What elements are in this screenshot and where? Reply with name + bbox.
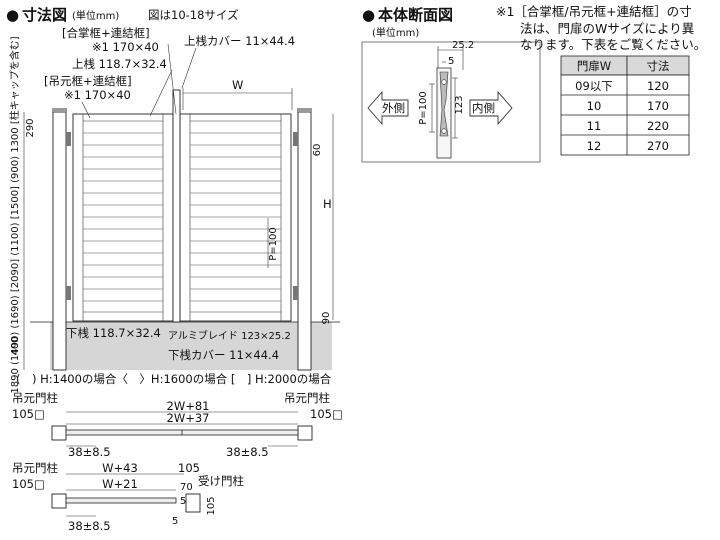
dim-60: 60	[312, 144, 323, 157]
w-label: W	[232, 78, 243, 92]
top-cover-label: 上桟カバー 11×44.4	[184, 34, 295, 48]
plan1-right-post: 吊元門柱	[284, 391, 330, 405]
size-table: 門扉W 寸法 09以下 120 10 170 11 220 12 270	[560, 55, 690, 156]
section-dim-123: 123	[454, 95, 465, 114]
inside-label: 内側	[472, 101, 495, 115]
dim-400: 400	[10, 336, 21, 355]
plan-view-single: 吊元門柱 105□ W+43 W+21 105 70 5 受け門柱 105 38…	[12, 461, 244, 533]
section-title-unit: (単位mm)	[372, 26, 419, 39]
inside-arrow-icon: 内側	[469, 90, 513, 126]
plan2-dim-105-vertical: 105	[206, 496, 217, 515]
note-line-2: 法は、門扉のWサイズにより異	[520, 21, 694, 36]
note-line-1: ※1［合掌框/吊元框+連結框］の寸	[496, 4, 692, 19]
table-header-w: 門扉W	[577, 59, 611, 73]
pitch-label: P=100	[268, 227, 279, 261]
section-title-bullet: ●	[362, 6, 375, 24]
section-pitch: P=100	[418, 91, 429, 125]
main-title: 寸法図	[22, 6, 67, 24]
plan2-receiver-post: 受け門柱	[198, 474, 244, 488]
table-cell: 120	[647, 79, 669, 93]
tsurimoto-label: [吊元框+連結框]	[44, 74, 132, 88]
plan1-dim-inner: 2W+37	[167, 411, 210, 425]
plan2-dim-inner: W+21	[102, 477, 138, 491]
gassho-size: ※1 170×40	[92, 40, 159, 54]
dim-290: 290	[25, 118, 36, 137]
plan2-dim-105: 105	[178, 461, 200, 475]
table-cell: 170	[647, 99, 669, 113]
plan2-left-gap: 38±8.5	[68, 519, 111, 533]
table-cell: 270	[647, 139, 669, 153]
plan-view-double: 吊元門柱 吊元門柱 105□ 105□ 2W+81 2W+37 38±8.5 3…	[12, 391, 343, 459]
blade-slats	[83, 132, 281, 302]
plan1-right-size: 105□	[310, 407, 343, 421]
plan2-left-size: 105□	[12, 477, 45, 491]
bottom-rail-label: 下桟 118.7×32.4	[66, 326, 161, 340]
h-label: H	[323, 197, 332, 211]
plan2-dim-5: 5	[180, 496, 186, 507]
plan1-dim-outer: 2W+81	[167, 399, 210, 413]
vertical-heights: 1890 (1490) (1690) [2090] (1100) [1500] …	[8, 36, 21, 393]
plan1-right-gap: 38±8.5	[226, 445, 269, 459]
main-title-size-note: 図は10-18サイズ	[148, 8, 239, 22]
table-header-dim: 寸法	[647, 59, 670, 73]
table-cell: 09以下	[575, 79, 613, 93]
table-cell: 12	[587, 139, 602, 153]
bottom-cover-label: 下桟カバー 11×44.4	[168, 348, 279, 362]
plan1-left-size: 105□	[12, 407, 45, 421]
plan1-left-post: 吊元門柱	[12, 391, 58, 405]
section-dim-25-2: 25.2	[452, 40, 474, 51]
dim-90: 90	[321, 312, 332, 325]
table-cell: 10	[587, 99, 602, 113]
main-title-unit: (単位mm)	[72, 9, 119, 22]
main-title-bullet: ●	[6, 6, 19, 24]
note-line-3: なります。下表をご覧ください。	[520, 37, 706, 52]
plan2-dim-5b: 5	[172, 516, 178, 527]
plan2-dim-outer: W+43	[102, 461, 138, 475]
outside-arrow-icon: 外側	[367, 90, 409, 126]
aluminum-blade-label: アルミブレイド 123×25.2	[168, 329, 291, 342]
gate-elevation	[30, 89, 340, 371]
plan2-left-post: 吊元門柱	[12, 461, 58, 475]
top-rail-label: 上桟 118.7×32.4	[72, 57, 167, 71]
elevation-labels: [合掌框+連結框] ※1 170×40 上桟 118.7×32.4 [吊元框+連…	[8, 26, 334, 394]
table-cell: 11	[587, 119, 602, 133]
table-cell: 220	[647, 119, 669, 133]
tsurimoto-size: ※1 170×40	[64, 88, 131, 102]
plan2-dim-70: 70	[180, 482, 193, 493]
height-legend: ( ) H:1400の場合〈 〉H:1600の場合 [ ] H:2000の場合	[16, 372, 332, 386]
cross-section-diagram: 25.2 5 123 P=100 外側 内側	[361, 40, 541, 163]
section-title: 本体断面図	[378, 6, 453, 24]
plan1-left-gap: 38±8.5	[68, 445, 111, 459]
gassho-label: [合掌框+連結框]	[62, 26, 150, 40]
outside-label: 外側	[382, 101, 405, 115]
section-dim-5: 5	[448, 56, 454, 67]
